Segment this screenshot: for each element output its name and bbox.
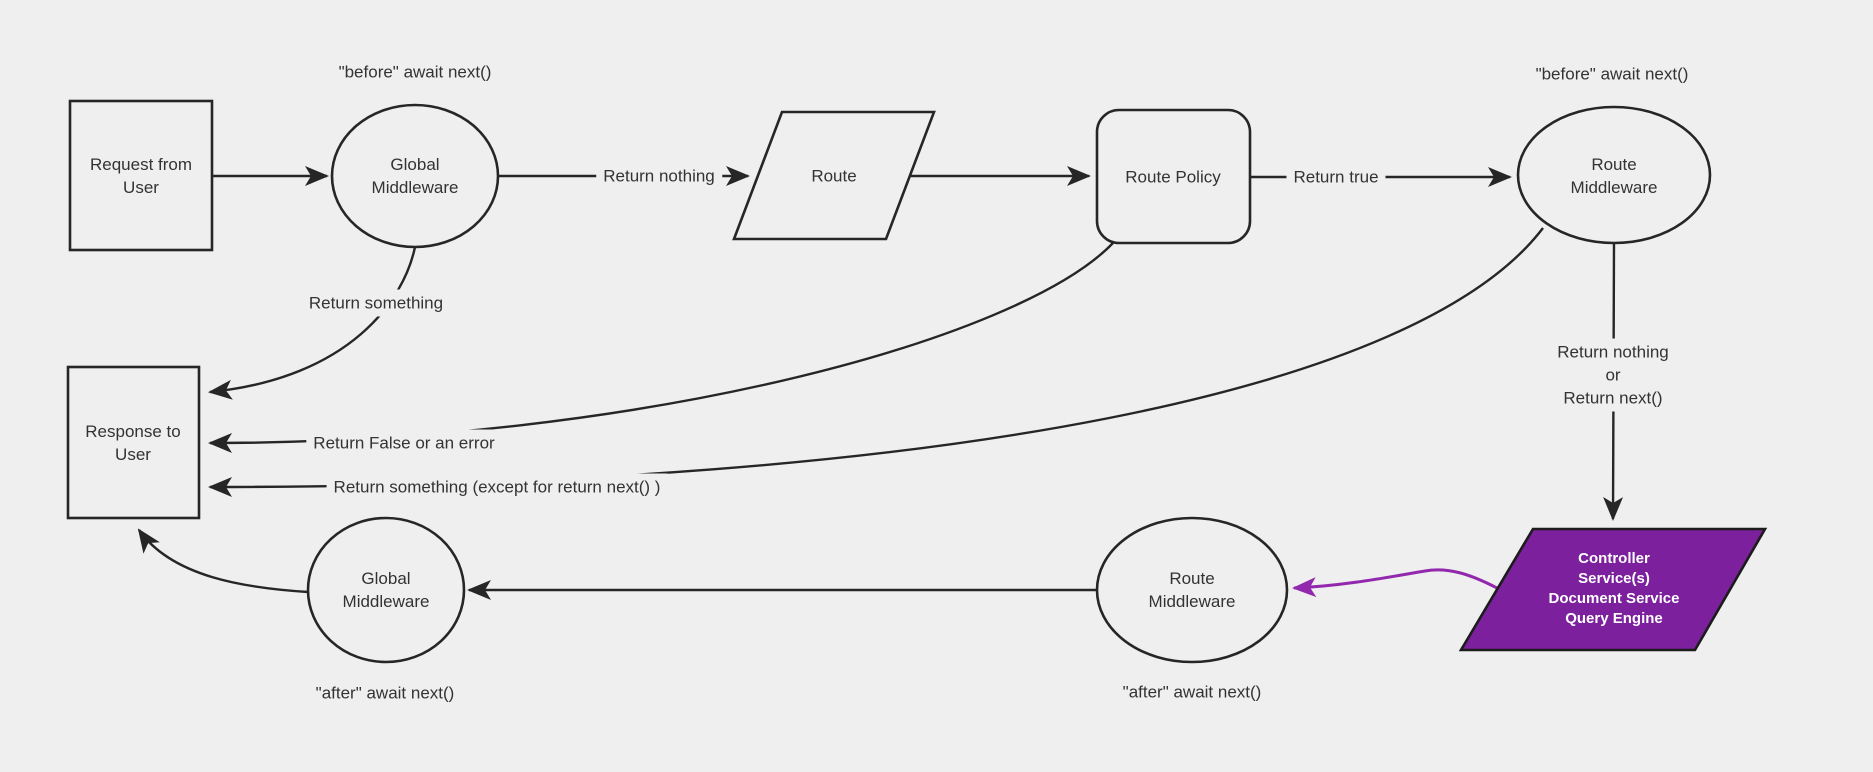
node-route-middleware-bottom-label: Route Middleware (1148, 569, 1236, 611)
edge-label-return-something: Return something (301, 289, 451, 317)
node-route-middleware-bottom-shape (1095, 516, 1289, 664)
edge-label-before-await-next-global: "before" await next() (338, 62, 492, 82)
edge-label-return-nothing-or-next: Return nothing or Return next() (1550, 338, 1676, 412)
node-controller-shape (1458, 527, 1768, 652)
edge-label-return-true: Return true (1286, 163, 1386, 191)
node-route-middleware-top-label: Route Middleware (1570, 155, 1658, 197)
edge-label-return-something-except: Return something (except for return next… (326, 473, 668, 501)
node-request-shape (68, 99, 214, 252)
edge-label-return-false-or-error: Return False or an error (306, 429, 502, 457)
node-response-label: Response to User (85, 422, 181, 464)
node-route-policy-shape (1095, 108, 1252, 245)
edge-controller-to-route-middleware-bottom (1292, 568, 1498, 598)
node-response-shape (66, 365, 201, 520)
node-controller-label: Controller Service(s) Document Service Q… (1548, 550, 1680, 627)
edge-global-middleware-bottom-to-response (137, 528, 309, 594)
node-global-middleware-bottom-label: Global Middleware (342, 569, 430, 611)
node-route-shape (732, 110, 936, 241)
edge-label-after-await-next-global: "after" await next() (315, 683, 455, 703)
edge-label-before-await-next-route: "before" await next() (1535, 64, 1689, 84)
node-route-policy-label: Route Policy (1125, 167, 1221, 187)
edge-global-middleware-to-response (208, 246, 417, 400)
node-global-middleware-bottom-shape (306, 516, 466, 664)
edge-label-return-nothing: Return nothing (596, 162, 722, 190)
edge-route-policy-to-response (208, 242, 1114, 453)
node-global-middleware-top-shape (330, 103, 500, 249)
node-route-label: Route (811, 166, 857, 186)
edge-label-after-await-next-route: "after" await next() (1122, 682, 1262, 702)
node-request-label: Request from User (89, 155, 193, 197)
node-route-middleware-top-shape (1516, 105, 1712, 245)
node-global-middleware-top-label: Global Middleware (371, 155, 459, 197)
